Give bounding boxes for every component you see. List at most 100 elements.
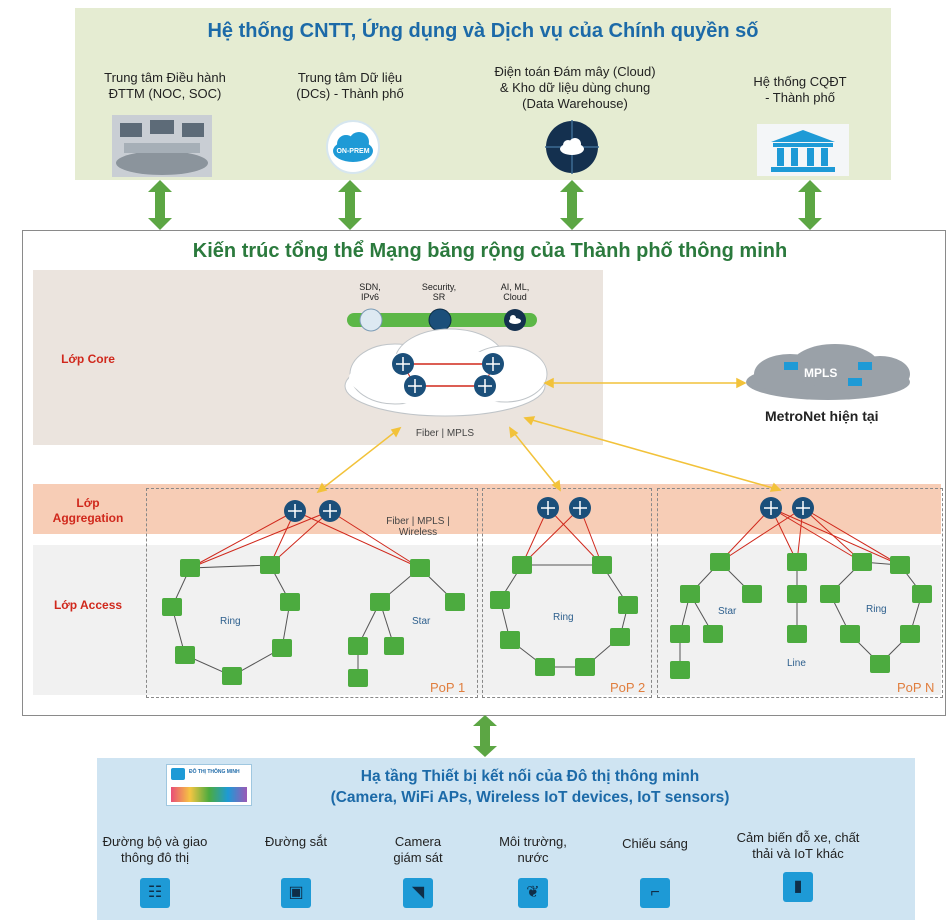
data-center-label: Trung tâm Dữ liệu (DCs) - Thành phố — [296, 70, 404, 101]
connection-arrows-top — [148, 180, 822, 230]
pop-2-box — [482, 488, 652, 698]
city-skyline-icon — [171, 787, 247, 802]
access-switch-icon — [912, 585, 932, 603]
security-sr-label: Security, SR — [421, 282, 457, 302]
leaf-icon: ❦ — [518, 878, 548, 908]
access-switch-icon — [592, 556, 612, 574]
cloud-warehouse-label: Điện toán Đám mây (Cloud) & Kho dữ liệu … — [494, 64, 656, 111]
double-arrow-icon — [560, 180, 584, 230]
access-switch-icon — [670, 625, 690, 643]
access-switch-icon — [710, 553, 730, 571]
camera-icon: ◥ — [403, 878, 433, 908]
access-switch-icon — [490, 591, 510, 609]
access-switch-icon — [348, 637, 368, 655]
metronet-cloud — [746, 344, 910, 400]
access-switch-icon — [852, 553, 872, 571]
core-services-bar — [347, 308, 537, 332]
sdn-icon — [359, 308, 383, 332]
access-switch-icon — [280, 593, 300, 611]
badge-text: ĐÔ THỊ THÔNG MINH — [189, 769, 240, 775]
core-layer-label: Lớp Core — [61, 352, 115, 366]
access-switch-icon — [787, 553, 807, 571]
smart-city-badge: ĐÔ THỊ THÔNG MINH — [166, 764, 252, 806]
access-switch-icon — [370, 593, 390, 611]
traffic-light-icon: ☷ — [140, 878, 170, 908]
mpls-label: MPLS — [804, 366, 838, 380]
access-switch-icon — [670, 661, 690, 679]
double-arrow-icon — [338, 180, 362, 230]
ai-ml-cloud-label: AI, ML, Cloud — [500, 282, 530, 302]
access-switch-icon — [618, 596, 638, 614]
road-traffic-label: Đường bộ và giao thông đô thị — [102, 834, 208, 865]
train-icon: ▣ — [281, 878, 311, 908]
access-switch-icon — [870, 655, 890, 673]
access-switch-icon — [900, 625, 920, 643]
popn-star-label: Star — [718, 606, 737, 617]
pop2-ring-label: Ring — [553, 612, 574, 623]
government-building-icon — [757, 124, 849, 176]
iot-infrastructure-title: Hạ tầng Thiết bị kết nối của Đô thị thôn… — [330, 768, 730, 806]
double-arrow-icon — [148, 180, 172, 230]
popn-ring-label: Ring — [866, 604, 887, 615]
access-switch-icon — [703, 625, 723, 643]
access-switch-icon — [348, 669, 368, 687]
apps-services-title: Hệ thống CNTT, Ứng dụng và Dịch vụ của C… — [207, 20, 759, 42]
pop-1-label: PoP 1 — [430, 680, 466, 695]
noc-soc-label: Trung tâm Điều hành ĐTTM (NOC, SOC) — [104, 70, 226, 101]
sensor-icon: ▮ — [783, 872, 813, 902]
pop1-star-label: Star — [412, 616, 431, 627]
double-arrow-icon — [473, 715, 497, 757]
access-switch-icon — [680, 585, 700, 603]
parking-waste-iot-label: Cảm biến đỗ xe, chất thải và IoT khác — [736, 830, 860, 861]
access-switch-icon — [512, 556, 532, 574]
access-switch-icon — [222, 667, 242, 685]
access-switch-icon — [610, 628, 630, 646]
access-switch-icon — [820, 585, 840, 603]
railway-label: Đường sắt — [264, 834, 328, 849]
access-switch-icon — [500, 631, 520, 649]
cloud-icon — [171, 768, 185, 780]
access-switch-icon — [890, 556, 910, 574]
environment-water-label: Môi trường, nước — [499, 834, 567, 865]
mpls-router-icon — [858, 362, 872, 370]
access-switch-icon — [384, 637, 404, 655]
mpls-router-icon — [848, 378, 862, 386]
aggregation-layer-band — [33, 484, 941, 534]
access-layer-label: Lớp Access — [53, 598, 123, 612]
street-light-icon: ⌐ — [640, 878, 670, 908]
pop-n-box — [657, 488, 943, 698]
surveillance-camera-label: Camera giám sát — [393, 834, 443, 865]
aggregation-layer-label: Lớp Aggregation — [52, 496, 124, 525]
metronet-label: MetroNet hiện tại — [765, 408, 879, 424]
access-switch-icon — [162, 598, 182, 616]
access-switch-icon — [840, 625, 860, 643]
access-switch-icon — [787, 625, 807, 643]
core-link-label: Fiber | MPLS — [415, 428, 475, 439]
sdn-ipv6-label: SDN, IPv6 — [359, 282, 381, 302]
on-prem-cloud-icon: ON-PREM — [326, 120, 380, 174]
access-switch-icon — [535, 658, 555, 676]
core-cloud — [344, 328, 548, 417]
egov-label: Hệ thống CQĐT - Thành phố — [753, 74, 847, 105]
access-switch-icon — [575, 658, 595, 676]
pop-1-box — [146, 488, 478, 698]
access-switch-icon — [787, 585, 807, 603]
aggregation-link-label: Fiber | MPLS | Wireless — [386, 516, 450, 538]
access-switch-icon — [272, 639, 292, 657]
access-switch-icon — [175, 646, 195, 664]
access-switch-icon — [410, 559, 430, 577]
on-prem-text: ON-PREM — [336, 148, 369, 155]
cloud-network-icon — [545, 120, 599, 174]
control-room-icon — [112, 115, 212, 177]
access-switch-icon — [742, 585, 762, 603]
popn-line-label: Line — [787, 658, 806, 669]
pop-2-label: PoP 2 — [610, 680, 646, 695]
mpls-router-icon — [784, 362, 798, 370]
access-switch-icon — [260, 556, 280, 574]
access-switch-icon — [180, 559, 200, 577]
access-switch-icon — [445, 593, 465, 611]
pop1-ring-label: Ring — [220, 616, 241, 627]
broadband-architecture-title: Kiến trúc tổng thể Mạng băng rộng của Th… — [192, 240, 788, 262]
